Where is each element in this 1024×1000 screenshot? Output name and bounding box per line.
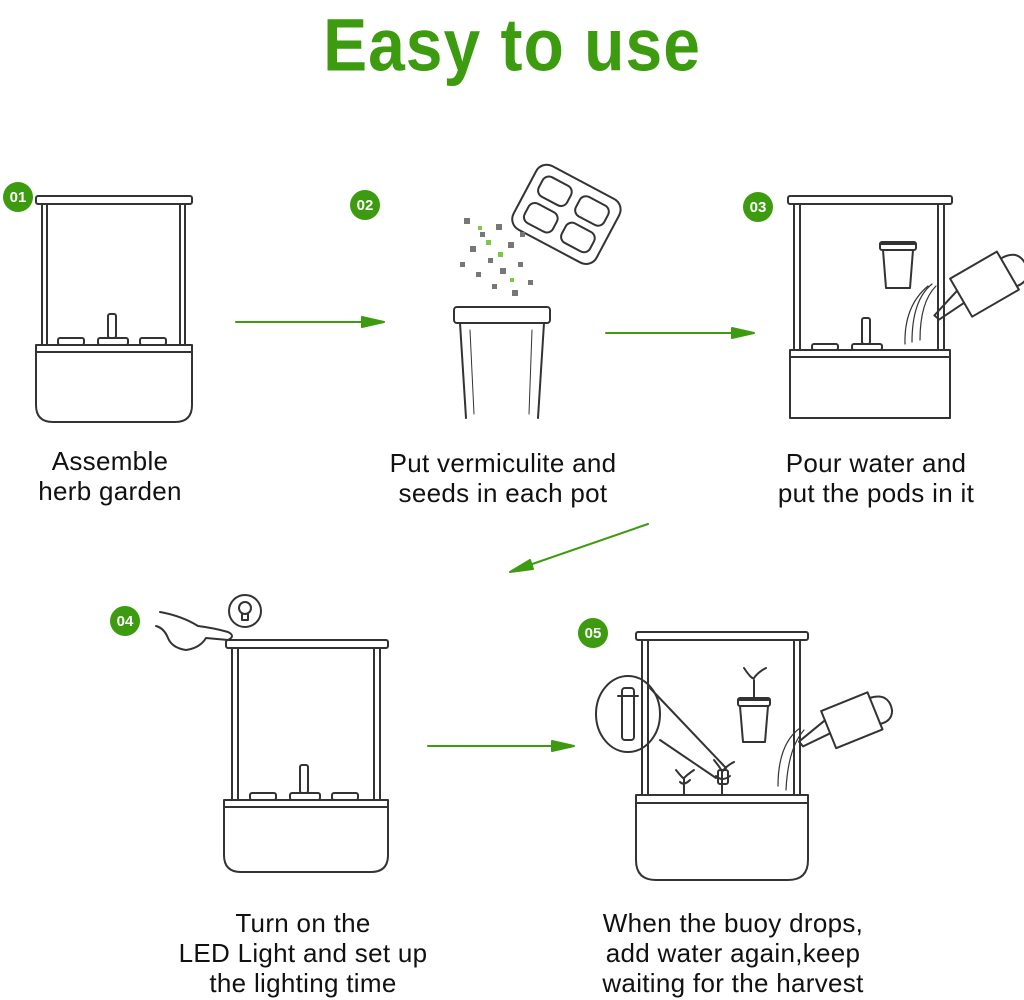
garden-unit-illustration-5 bbox=[635, 631, 809, 881]
caption-line: Put vermiculite and bbox=[389, 448, 617, 478]
caption-line: seeds in each pot bbox=[398, 478, 608, 508]
page-title: Easy to use bbox=[323, 3, 701, 86]
caption-line: add water again,keep bbox=[605, 938, 861, 968]
caption-line: herb garden bbox=[38, 476, 182, 506]
light-bulb-icon bbox=[228, 594, 262, 628]
caption-line: LED Light and set up bbox=[178, 938, 428, 968]
buoy-magnifier-icon bbox=[595, 675, 727, 779]
arrow-right-icon-3 bbox=[427, 740, 575, 752]
caption-line: Turn on the bbox=[235, 908, 371, 938]
garden-unit-illustration-1 bbox=[35, 195, 193, 423]
caption-line: the lighting time bbox=[209, 968, 397, 998]
step-caption-02: Put vermiculite and seeds in each pot bbox=[350, 448, 656, 508]
watering-can-icon-5 bbox=[777, 691, 894, 791]
step-badge-04: 04 bbox=[110, 606, 140, 636]
pot-and-seeds-illustration bbox=[453, 163, 622, 419]
caption-line: put the pods in it bbox=[777, 478, 975, 508]
caption-line: When the buoy drops, bbox=[602, 908, 864, 938]
caption-line: Assemble bbox=[51, 446, 169, 476]
step-badge-05: 05 bbox=[578, 618, 608, 648]
arrow-right-icon-2 bbox=[605, 327, 755, 339]
garden-unit-illustration-3 bbox=[787, 195, 953, 419]
caption-line: Pour water and bbox=[785, 448, 967, 478]
step-caption-05: When the buoy drops, add water again,kee… bbox=[560, 908, 906, 998]
step-caption-04: Turn on the LED Light and set up the lig… bbox=[140, 908, 466, 998]
arrow-right-icon-1 bbox=[235, 316, 385, 328]
watering-can-icon-3 bbox=[904, 250, 1024, 345]
step-badge-02: 02 bbox=[350, 190, 380, 220]
step-badge-01: 01 bbox=[3, 182, 33, 212]
hand-icon bbox=[155, 611, 233, 651]
caption-line: waiting for the harvest bbox=[602, 968, 864, 998]
arrows bbox=[235, 316, 755, 752]
garden-unit-illustration-4 bbox=[223, 639, 389, 873]
step-caption-03: Pour water and put the pods in it bbox=[746, 448, 1006, 508]
step-badge-03: 03 bbox=[743, 192, 773, 222]
arrow-diagonal-icon bbox=[509, 523, 649, 573]
step-caption-01: Assemble herb garden bbox=[0, 446, 220, 506]
